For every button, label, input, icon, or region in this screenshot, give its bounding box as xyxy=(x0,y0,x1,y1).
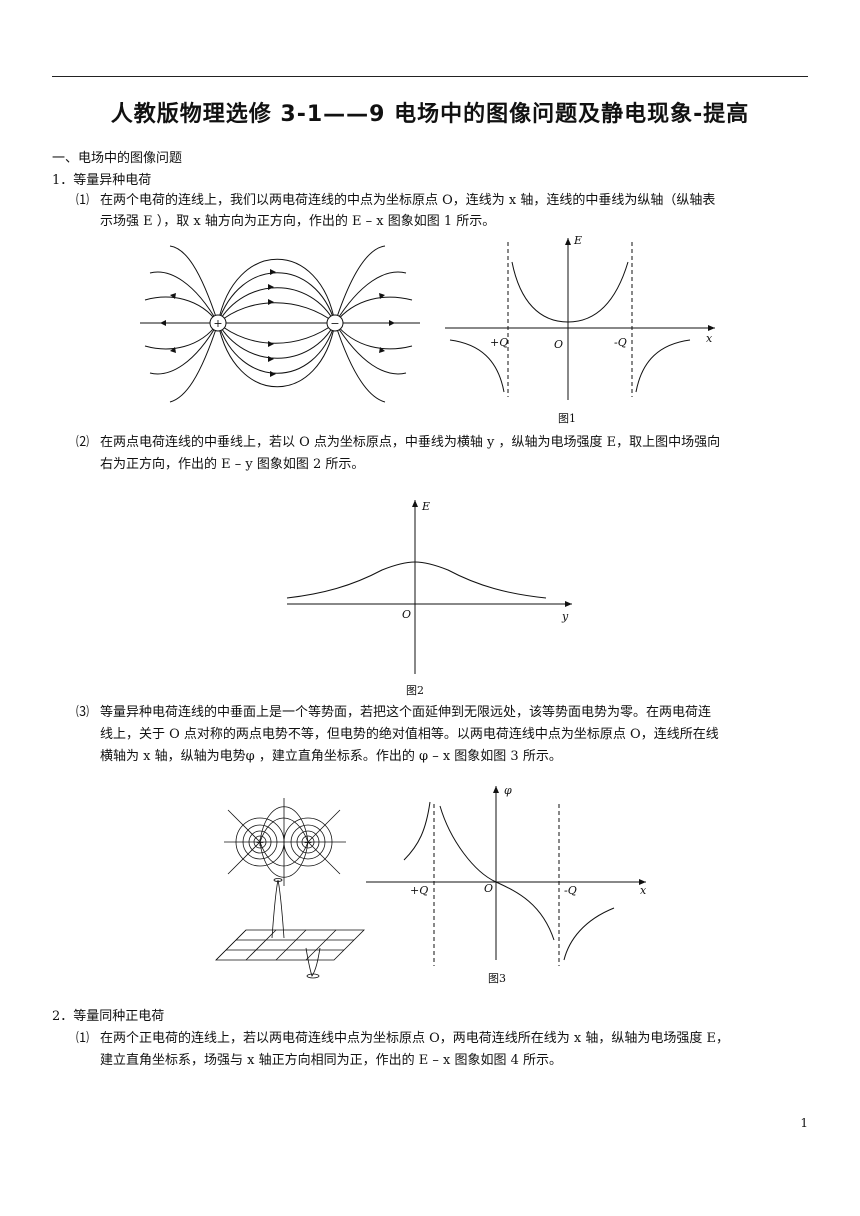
subsection-heading-1: 1．等量异种电荷 xyxy=(52,173,152,188)
fig1-axis-x: x xyxy=(706,332,713,345)
figure-2-E-y-graph: E y O 图2 xyxy=(286,500,572,697)
figure-1-caption: 图1 xyxy=(558,412,576,425)
item-number: ⑴ xyxy=(76,193,90,208)
fig2-origin: O xyxy=(402,608,411,621)
fig3-axis-phi: φ xyxy=(504,784,512,797)
page-number: 1 xyxy=(800,1116,808,1130)
svg-text:−: − xyxy=(303,836,312,849)
figure-1-E-x-graph: E x O +Q -Q 图1 xyxy=(445,234,715,425)
paragraph-line: 在两点电荷连线的中垂线上，若以 O 点为坐标原点，中垂线为横轴 y ，纵轴为电场… xyxy=(100,435,721,450)
subsection-heading-2: 2．等量同种正电荷 xyxy=(52,1009,165,1024)
fig3-origin: O xyxy=(484,882,493,895)
paragraph-line: 示场强 E ），取 x 轴方向为正方向，作出的 E – x 图象如图 1 所示。 xyxy=(100,214,496,229)
dipole-field-lines-diagram: + − xyxy=(140,245,420,403)
item-number: ⑶ xyxy=(76,705,90,720)
figure-3-phi-x-graph: φ x O +Q -Q 图3 xyxy=(366,784,647,985)
paragraph-line: 建立直角坐标系，场强与 x 轴正方向相同为正，作出的 E – x 图象如图 4 … xyxy=(100,1053,562,1068)
paragraph-line: 在两个正电荷的连线上，若以两电荷连线中点为坐标原点 O，两电荷连线所在线为 x … xyxy=(100,1031,730,1046)
fig3-axis-x: x xyxy=(640,884,647,897)
item-number: ⑵ xyxy=(76,435,90,450)
paragraph-line: 线上，关于 O 点对称的两点电势不等，但电势的绝对值相等。以两电荷连线中点为坐标… xyxy=(100,727,719,742)
item-number: ⑴ xyxy=(76,1031,90,1046)
fig1-origin: O xyxy=(554,338,563,351)
paragraph-line: 在两个电荷的连线上，我们以两电荷连线的中点为坐标原点 O，连线为 x 轴，连线的… xyxy=(100,193,716,208)
header-rule xyxy=(52,76,808,77)
paragraph-line: 右为正方向，作出的 E – y 图象如图 2 所示。 xyxy=(100,457,365,472)
positive-charge-label: + xyxy=(213,317,222,330)
svg-text:+: + xyxy=(255,836,264,849)
fig2-axis-E: E xyxy=(421,500,430,513)
paragraph-line: 横轴为 x 轴，纵轴为电势φ ，建立直角坐标系。作出的 φ – x 图象如图 3… xyxy=(100,749,562,764)
paragraph-line: 等量异种电荷连线的中垂面上是一个等势面，若把这个面延伸到无限远处，该等势面电势为… xyxy=(100,705,712,720)
figure-3-caption: 图3 xyxy=(488,972,506,985)
fig1-axis-E: E xyxy=(573,234,582,247)
figure-2-caption: 图2 xyxy=(406,684,424,697)
fig3-label-posQ: +Q xyxy=(410,884,428,897)
section-heading: 一、电场中的图像问题 xyxy=(52,151,183,166)
page-title: 人教版物理选修 3-1——9 电场中的图像问题及静电现象-提高 xyxy=(110,102,750,127)
fig1-label-negQ: -Q xyxy=(614,336,627,349)
fig1-label-posQ: +Q xyxy=(490,336,508,349)
fig2-axis-y: y xyxy=(561,610,569,623)
fig3-label-negQ: -Q xyxy=(564,884,577,897)
negative-charge-label: − xyxy=(330,317,339,330)
dipole-equipotential-diagram: + − xyxy=(215,798,365,979)
